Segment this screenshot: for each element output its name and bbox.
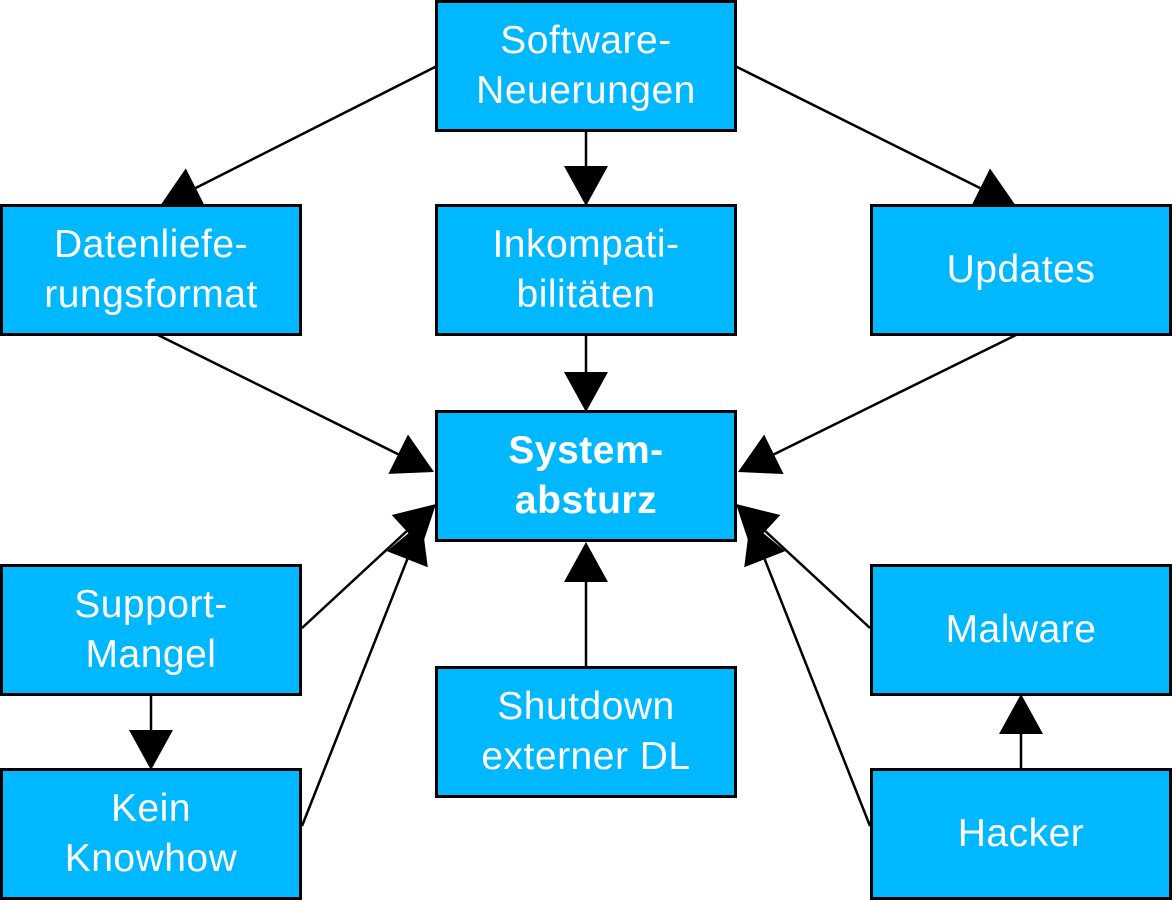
arrowhead-icon <box>564 372 608 412</box>
node-software-neuerungen: Software- Neuerungen <box>435 0 737 132</box>
arrowhead-icon <box>564 166 608 206</box>
node-label: rungsformat <box>44 273 258 316</box>
edge-knowhow-to-systemabsturz <box>300 522 428 827</box>
node-label: absturz <box>514 479 658 522</box>
arrowhead-icon <box>736 504 781 548</box>
node-malware: Malware <box>870 564 1172 696</box>
edge-inkompatibilitaeten-to-systemabsturz <box>564 334 608 412</box>
edge-software-to-inkompatibilitaeten <box>564 132 608 206</box>
node-label: System- <box>508 429 664 472</box>
edge-line <box>734 64 981 190</box>
node-datenlieferungsformat: Datenliefe- rungsformat <box>0 204 302 336</box>
edge-hacker-to-systemabsturz <box>744 522 872 827</box>
edge-line <box>300 558 409 827</box>
node-label: Support- <box>74 583 228 626</box>
edge-malware-to-systemabsturz <box>736 504 871 629</box>
node-label: Neuerungen <box>476 69 696 112</box>
edge-line <box>195 64 438 190</box>
arrowhead-icon <box>129 730 173 770</box>
arrowhead-icon <box>738 434 784 475</box>
arrowhead-icon <box>391 504 436 548</box>
edge-line <box>764 530 871 629</box>
node-label: Hacker <box>957 812 1085 855</box>
node-updates: Updates <box>870 204 1172 336</box>
node-label: Mangel <box>85 633 217 676</box>
node-label: externer DL <box>481 735 691 778</box>
node-systemabsturz: System- absturz <box>435 410 737 542</box>
node-label: bilitäten <box>516 273 656 316</box>
edge-line <box>763 558 872 827</box>
edge-line <box>773 332 1019 456</box>
arrowhead-icon <box>160 168 206 208</box>
node-label: Shutdown <box>497 685 675 728</box>
node-support-mangel: Support- Mangel <box>0 564 302 696</box>
arrowhead-icon <box>744 522 786 568</box>
arrowhead-icon <box>386 522 428 568</box>
node-inkompatibilitaeten: Inkompati- bilitäten <box>435 204 737 336</box>
edge-updates-to-systemabsturz <box>738 332 1019 475</box>
edge-software-to-updates <box>734 64 1016 208</box>
node-shutdown-externer-dl: Shutdown externer DL <box>435 666 737 798</box>
edge-support-to-systemabsturz <box>301 504 436 629</box>
node-label: Software- <box>500 19 672 62</box>
node-label: Datenliefe- <box>53 223 249 266</box>
arrowhead-icon <box>970 168 1016 208</box>
edge-shutdown-to-systemabsturz <box>564 542 608 668</box>
node-label: Knowhow <box>64 837 238 880</box>
edge-support-to-knowhow <box>129 694 173 770</box>
arrowhead-icon <box>564 542 608 582</box>
node-label: Inkompati- <box>492 223 680 266</box>
edge-datenlieferung-to-systemabsturz <box>155 332 434 474</box>
node-kein-knowhow: Kein Knowhow <box>0 768 302 900</box>
node-hacker: Hacker <box>870 768 1172 900</box>
edge-hacker-to-malware <box>999 694 1043 770</box>
node-label: Updates <box>946 248 1096 291</box>
node-label: Malware <box>945 608 1097 651</box>
arrowhead-icon <box>388 434 434 474</box>
edge-line <box>301 530 408 629</box>
node-label: Kein <box>110 787 192 830</box>
arrowhead-icon <box>999 694 1043 734</box>
edge-software-to-datenlieferung <box>160 64 438 208</box>
edge-line <box>155 332 399 456</box>
